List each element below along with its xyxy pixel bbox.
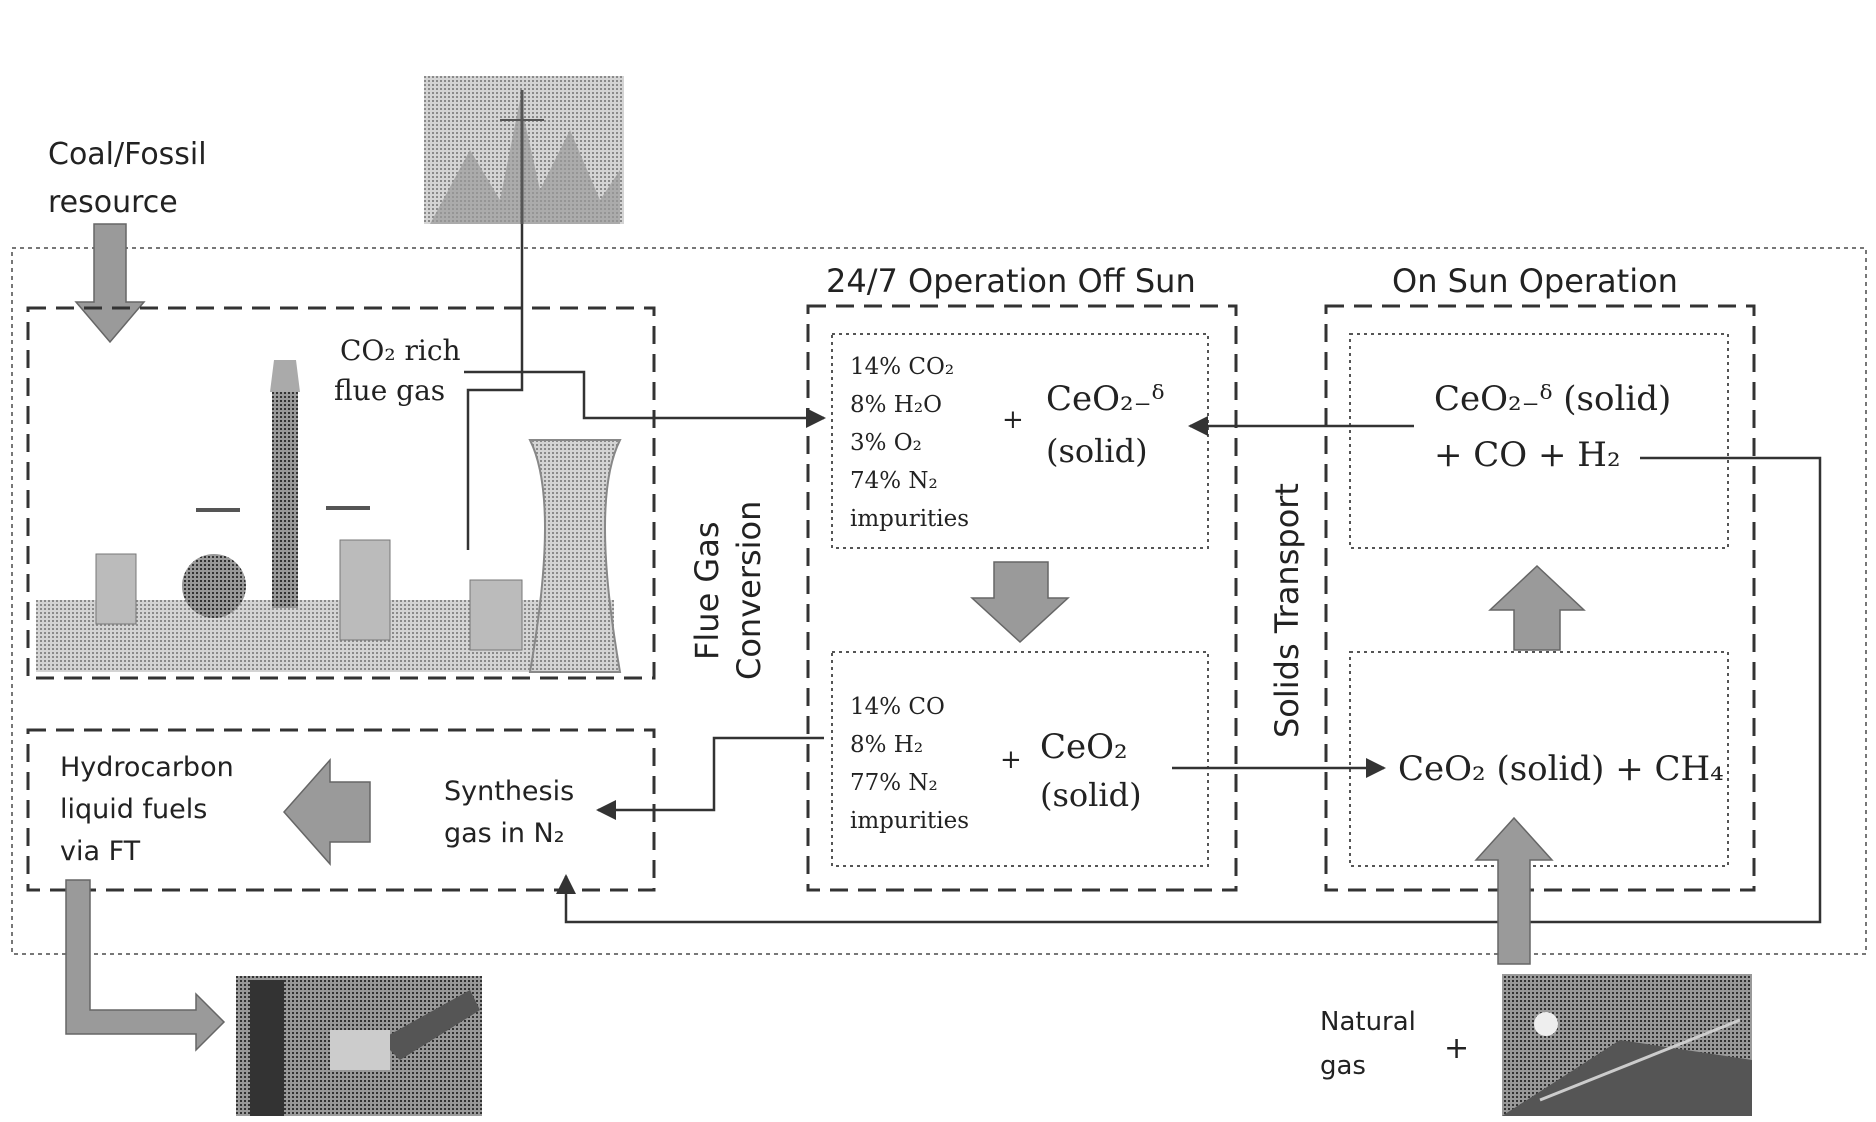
off-sun-bottom-comp-1: 14% CO <box>850 694 945 720</box>
on-sun-up-arrow-icon <box>1490 566 1584 650</box>
fuels-left-line1: Hydrocarbon <box>60 752 234 783</box>
flue-gas-label-line1: CO₂ rich <box>340 334 461 367</box>
off-sun-bottom-comp-3: 77% N₂ <box>850 770 938 796</box>
on-sun-top-line1: CeO₂₋ᵟ (solid) <box>1434 379 1671 419</box>
flue-gas-conversion-label-line2: Conversion <box>730 501 768 680</box>
off-sun-top-reactant-state: (solid) <box>1046 432 1148 470</box>
off-sun-top-comp-2: 8% H₂O <box>850 392 942 418</box>
coal-down-arrow-icon <box>76 224 144 342</box>
off-sun-top-plus: + <box>1002 405 1024 435</box>
off-sun-title: 24/7 Operation Off Sun <box>826 262 1196 300</box>
fuels-right-line2: gas in N₂ <box>444 818 565 849</box>
fuels-out-arrow-icon <box>66 880 224 1050</box>
solar-field-photo-icon <box>1502 974 1752 1116</box>
forest-photo-icon <box>424 76 624 224</box>
off-sun-top-comp-1: 14% CO₂ <box>850 354 954 380</box>
flue-gas-label-line2: flue gas <box>334 374 445 407</box>
natural-gas-plus: + <box>1444 1031 1469 1066</box>
off-sun-bottom-product: CeO₂ <box>1040 727 1128 767</box>
on-sun-top-line2: + CO + H₂ <box>1434 435 1621 475</box>
natural-gas-label-line1: Natural <box>1320 1007 1416 1037</box>
off-sun-top-reactant: CeO₂₋ᵟ <box>1046 379 1164 419</box>
fuels-right-line1: Synthesis <box>444 776 574 807</box>
coal-fossil-label-line2: resource <box>48 185 178 220</box>
fuels-left-line3: via FT <box>60 836 141 867</box>
off-sun-bottom-plus: + <box>1000 745 1022 775</box>
on-sun-title: On Sun Operation <box>1392 262 1678 300</box>
off-sun-top-comp-4: 74% N₂ <box>850 468 938 494</box>
off-sun-top-comp-5: impurities <box>850 506 969 532</box>
off-sun-bottom-product-state: (solid) <box>1040 776 1142 814</box>
forest-connector-line <box>468 224 522 550</box>
fuels-left-line2: liquid fuels <box>60 794 207 825</box>
fuel-pump-photo-icon <box>236 976 482 1116</box>
power-plant-icon <box>36 360 620 672</box>
off-sun-bottom-comp-4: impurities <box>850 808 969 834</box>
coal-fossil-label-line1: Coal/Fossil <box>48 137 207 172</box>
natural-gas-up-arrow-icon <box>1476 818 1552 964</box>
off-sun-top-comp-3: 3% O₂ <box>850 430 922 456</box>
off-sun-down-arrow-icon <box>972 562 1068 642</box>
off-sun-syngas-arrow <box>598 738 824 810</box>
on-sun-bottom-line1: CeO₂ (solid) + CH₄ <box>1398 749 1724 789</box>
flue-gas-conversion-label-line1: Flue Gas <box>688 521 726 660</box>
off-sun-bottom-comp-2: 8% H₂ <box>850 732 923 758</box>
flue-gas-arrow <box>464 372 824 418</box>
solids-transport-label: Solids Transport <box>1268 483 1306 738</box>
fuels-left-arrow-icon <box>284 760 370 864</box>
natural-gas-label-line2: gas <box>1320 1051 1366 1081</box>
